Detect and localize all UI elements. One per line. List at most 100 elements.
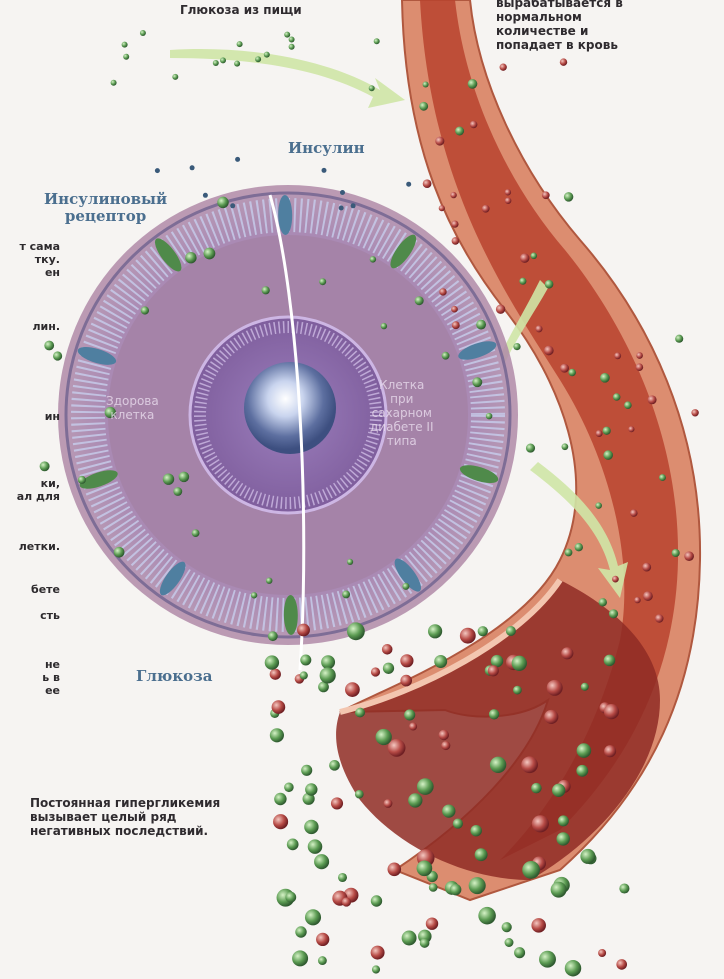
blood-molecule (565, 549, 573, 557)
spilled-molecule (400, 675, 412, 687)
blood-molecule (505, 197, 512, 204)
blood-molecule (505, 189, 511, 195)
spilled-molecule (371, 895, 382, 906)
blood-molecule (568, 369, 576, 377)
fragment-7-line-2: ь в (42, 671, 60, 684)
spilled-molecule (388, 863, 402, 877)
blood-molecule (451, 306, 458, 313)
glucose-molecule (264, 52, 270, 58)
spilled-molecule (417, 860, 433, 876)
blood-molecule (600, 373, 610, 383)
spilled-molecule (300, 654, 311, 665)
blood-molecule (545, 280, 554, 289)
spilled-molecule (513, 686, 522, 695)
glucose-molecule (237, 41, 243, 47)
left-fragment-2: лин. (32, 320, 60, 333)
glucose-molecule (476, 320, 486, 330)
blood-molecule (535, 325, 542, 332)
spilled-molecule (429, 883, 438, 892)
spilled-molecule (316, 933, 329, 946)
blood-molecule (628, 426, 634, 432)
fragment-1-line-3: ен (19, 266, 60, 279)
fragment-4-line-1: ки, (17, 477, 60, 490)
spilled-molecule (604, 655, 616, 667)
glucose-molecule (185, 252, 196, 263)
fragment-6-line-3: сть (31, 609, 60, 622)
blood-molecule (423, 179, 432, 188)
spilled-molecule (604, 745, 616, 757)
insulin-molecule (203, 193, 208, 198)
blood-molecule (630, 509, 638, 517)
blood-molecule (442, 352, 450, 360)
blood-molecule (643, 591, 653, 601)
blood-molecule (659, 474, 666, 481)
spilled-molecule (404, 709, 415, 720)
glucose-molecule (140, 30, 146, 36)
label-glucose: Глюкоза (136, 668, 212, 685)
glucose-molecule (415, 296, 424, 305)
blood-molecule (451, 220, 458, 227)
blood-molecule (613, 393, 621, 401)
hyperglycemia-line-2: вызывает целый ряд (30, 810, 220, 824)
diabetic-cell-line-4: диабете II (370, 420, 434, 434)
spilled-molecule (318, 956, 327, 965)
blood-molecule (684, 551, 694, 561)
spilled-molecule (371, 946, 385, 960)
blood-molecule (675, 335, 683, 343)
spilled-molecule (556, 832, 569, 845)
insulin-molecule (322, 168, 327, 173)
insulin-molecule (351, 203, 356, 208)
blood-molecule (560, 364, 569, 373)
glucose-molecule (111, 80, 117, 86)
blood-molecule (439, 205, 445, 211)
spilled-molecule (270, 669, 281, 680)
spilled-molecule (417, 778, 434, 795)
blood-molecule (603, 450, 613, 460)
insulin-molecule (230, 203, 235, 208)
blood-molecule (423, 81, 429, 87)
glucose-molecule (40, 461, 50, 471)
blood-molecule (482, 205, 490, 213)
spilled-molecule (531, 783, 542, 794)
spilled-molecule (331, 797, 343, 809)
spilled-molecule (320, 667, 336, 683)
blood-molecule (452, 237, 460, 245)
glucose-molecule (289, 37, 295, 43)
spilled-molecule (544, 710, 558, 724)
spilled-molecule (428, 624, 442, 638)
glucose-molecule (289, 44, 295, 50)
spilled-molecule (552, 784, 565, 797)
blood-molecule (450, 192, 456, 198)
glucose-molecule (486, 413, 493, 420)
insulin-molecule (235, 157, 240, 162)
blood-molecule (519, 278, 526, 285)
blood-molecule (595, 502, 602, 509)
glucose-molecule (220, 57, 226, 63)
insulin-release-line-4: попадает в кровь (496, 38, 623, 52)
glucose-molecule (114, 547, 125, 558)
spilled-molecule (265, 655, 279, 669)
glucose-molecule (370, 256, 376, 262)
label-insulin-release: вырабатывается в нормальном количестве и… (496, 0, 623, 52)
glucose-molecule (284, 32, 290, 38)
left-fragment-3: ин (45, 410, 60, 423)
blood-molecule (468, 79, 478, 89)
blood-molecule (603, 427, 611, 435)
blood-molecule (642, 563, 651, 572)
spilled-molecule (434, 655, 447, 668)
spilled-molecule (576, 765, 588, 777)
spilled-molecule (285, 892, 296, 903)
spilled-molecule (402, 931, 417, 946)
fragment-6-line-2 (31, 596, 60, 609)
spilled-molecule (292, 950, 308, 966)
glucose-molecule (203, 248, 215, 260)
blood-molecule (636, 352, 643, 359)
spilled-molecule (347, 622, 365, 640)
spilled-molecule (619, 883, 629, 893)
glucose-molecule (172, 74, 178, 80)
blood-molecule (691, 409, 698, 416)
blood-molecule (439, 288, 446, 295)
insulin-molecule (340, 190, 345, 195)
spilled-molecule (305, 909, 321, 925)
spilled-molecule (383, 663, 394, 674)
